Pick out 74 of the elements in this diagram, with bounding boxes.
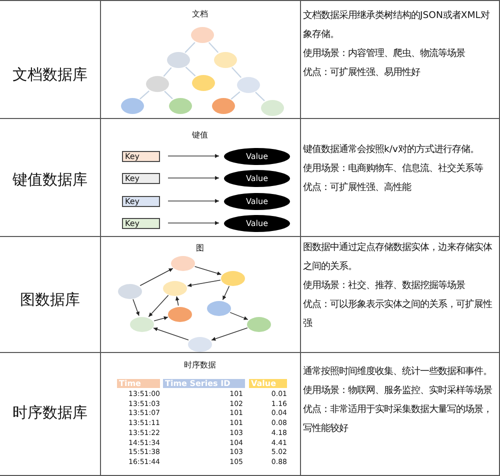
circle-node (236, 77, 260, 93)
description-text: 文档数据采用继承类树结构的JSON或者XML对象存储。 (303, 9, 491, 42)
arrow (140, 268, 174, 286)
arrow (230, 312, 248, 320)
description-text: 键值数据通常会按照k/v对的方式进行存储。 (303, 143, 480, 157)
column-header: Value (249, 379, 287, 388)
arrow (222, 286, 230, 300)
circle-node (214, 52, 236, 68)
circle-node (130, 316, 154, 332)
row-header: 时序数据库 (12, 404, 88, 422)
value-ellipse: Value (224, 214, 290, 232)
key-box: Key (122, 196, 160, 206)
key-box: Key (122, 150, 160, 162)
description-text: 图数据中通过定点存储数据实体，边来存储实体之间的关系。 (303, 241, 493, 274)
circle-node (190, 27, 214, 43)
key-box: Key (122, 172, 160, 184)
illustration-title: 图 (195, 242, 205, 254)
circle-node (118, 284, 142, 298)
arrow (168, 176, 220, 180)
connector-line (140, 90, 150, 100)
connector-line (164, 90, 173, 100)
circle-node (221, 270, 245, 286)
arrow (211, 328, 248, 341)
description-text: 使用场景：电商购物车、信息流、社交关系等 (303, 162, 484, 176)
arrow (154, 316, 168, 322)
circle-node (146, 76, 168, 92)
description-text: 优点：可以形象表示实体之间的关系，可扩展性强 (303, 298, 494, 331)
illustration-title: 文档 (191, 8, 209, 20)
connector-line (230, 91, 240, 100)
description-text: 使用场景：内容管理、爬虫、物流等场景 (303, 47, 466, 61)
value-ellipse: Value (224, 170, 290, 186)
illustration-title: 键值 (191, 130, 209, 140)
column-header: Time (117, 379, 160, 388)
description-text: 通常按照时间维度收集、统计一些数据和事件。 (303, 365, 493, 379)
row-header: 文档数据库 (12, 66, 88, 84)
circle-node (212, 98, 234, 114)
connector-line (208, 42, 219, 53)
description-text: 优点：非常适用于实时采集数据大量写的场景，写性能较好 (303, 403, 493, 436)
description-text: 使用场景：物联网、服务监控、实时采样等场景 (303, 384, 493, 398)
connector-line (163, 67, 172, 77)
arrow (194, 266, 222, 276)
circle-node (168, 306, 192, 322)
description-text: 优点：可扩展性强、高性能 (303, 181, 412, 195)
circle-node (188, 336, 212, 352)
circle-node (207, 300, 231, 316)
circle-node (192, 75, 214, 91)
arrow (168, 199, 220, 203)
row-header: 图数据库 (19, 290, 81, 310)
circle-node (163, 280, 187, 296)
arrow (168, 221, 220, 225)
arrow (132, 298, 140, 316)
connector-line (185, 66, 196, 76)
connector-line (231, 67, 242, 78)
arrow (153, 327, 189, 340)
circle-node (171, 256, 195, 270)
value-ellipse: Value (224, 192, 290, 210)
row-header: 键值数据库 (12, 170, 88, 190)
circle-node (120, 98, 144, 114)
circle-node (260, 100, 284, 116)
illustration-title: 时序数据 (183, 360, 217, 370)
arrow (187, 280, 221, 288)
connector-line (184, 42, 196, 54)
arrow (148, 294, 169, 318)
description-text: 优点：可扩展性强、易用性好 (303, 66, 422, 80)
description-text: 使用场景：社交、推荐、数据挖掘等场景 (303, 279, 466, 293)
circle-node (168, 98, 192, 114)
connector-line (255, 92, 265, 102)
key-box: Key (122, 218, 160, 228)
column-header: Time Series ID (163, 379, 245, 388)
circle-node (247, 316, 271, 332)
value-ellipse: Value (224, 148, 290, 164)
arrow (175, 296, 180, 306)
arrow (168, 154, 220, 158)
circle-node (166, 52, 190, 68)
